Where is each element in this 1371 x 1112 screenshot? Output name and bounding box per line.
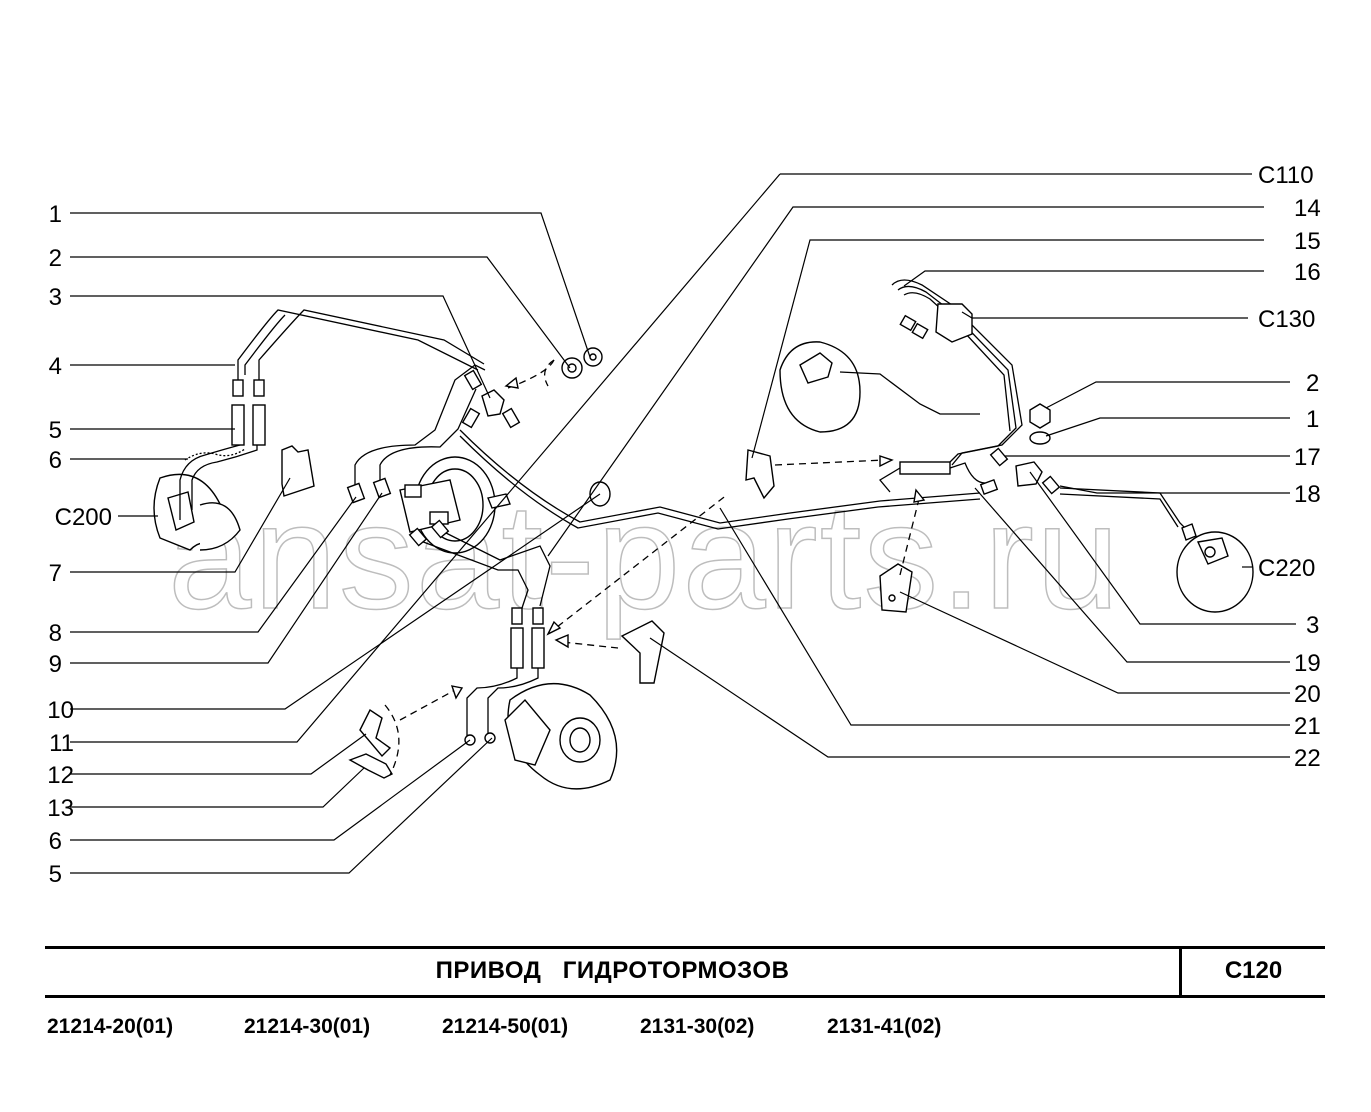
callout-label: 2 (1306, 370, 1319, 397)
callout-label: 1 (49, 201, 62, 228)
model-code: 2131-30(02) (640, 1015, 755, 1038)
callout-label: C130 (1258, 306, 1315, 333)
callout-label: 18 (1294, 481, 1321, 508)
callout-label: 6 (49, 828, 62, 855)
right-front-brake-assembly (348, 607, 665, 790)
callout-label: 9 (49, 651, 62, 678)
callout-label: 10 (47, 697, 74, 724)
callout-label: C200 (55, 504, 112, 531)
central-pipes (459, 429, 981, 636)
callouts-left: 1 2 3 4 5 6 C200 7 8 9 10 11 12 13 6 5 (47, 201, 112, 888)
title-divider (1179, 949, 1182, 995)
title-bar: ПРИВОД ГИДРОТОРМОЗОВ C120 (45, 946, 1325, 998)
callout-label: 5 (49, 861, 62, 888)
rear-brake-assembly (779, 279, 1254, 613)
model-code: 21214-20(01) (47, 1015, 174, 1038)
callout-label: 8 (49, 620, 62, 647)
callout-label: 17 (1294, 444, 1321, 471)
callout-label: 11 (49, 730, 74, 757)
callout-label: 4 (49, 353, 62, 380)
callout-label: 21 (1294, 713, 1321, 740)
callout-label: 14 (1294, 195, 1321, 222)
callout-label: 2 (49, 245, 62, 272)
callout-label: 1 (1306, 406, 1319, 433)
callout-label: C110 (1258, 162, 1314, 189)
leader-lines (70, 173, 1296, 874)
callout-label: 7 (49, 560, 62, 587)
master-cylinder-assembly (346, 347, 611, 621)
callout-label: 22 (1294, 745, 1321, 772)
callout-label: 3 (49, 284, 62, 311)
model-code: 21214-50(01) (442, 1015, 569, 1038)
model-code: 21214-30(01) (244, 1015, 371, 1038)
watermark: ansat-parts.ru (168, 472, 1121, 640)
section-code: C120 (1224, 957, 1283, 984)
callout-label: 3 (1306, 612, 1319, 639)
page-title: ПРИВОД ГИДРОТОРМОЗОВ (435, 957, 790, 984)
callouts-right: C110 14 15 16 C130 2 1 17 18 C220 3 19 2… (1258, 162, 1321, 772)
callout-label: 12 (47, 762, 74, 789)
callout-label: 15 (1294, 228, 1321, 255)
callout-label: 16 (1294, 259, 1321, 286)
callout-label: C220 (1258, 555, 1315, 582)
callout-label: 20 (1294, 681, 1321, 708)
callout-label: 6 (49, 447, 62, 474)
model-code: 2131-41(02) (827, 1015, 942, 1038)
callout-label: 5 (49, 417, 62, 444)
callout-label: 13 (47, 795, 74, 822)
left-brake-assembly (153, 309, 485, 551)
callout-label: 19 (1294, 650, 1321, 677)
